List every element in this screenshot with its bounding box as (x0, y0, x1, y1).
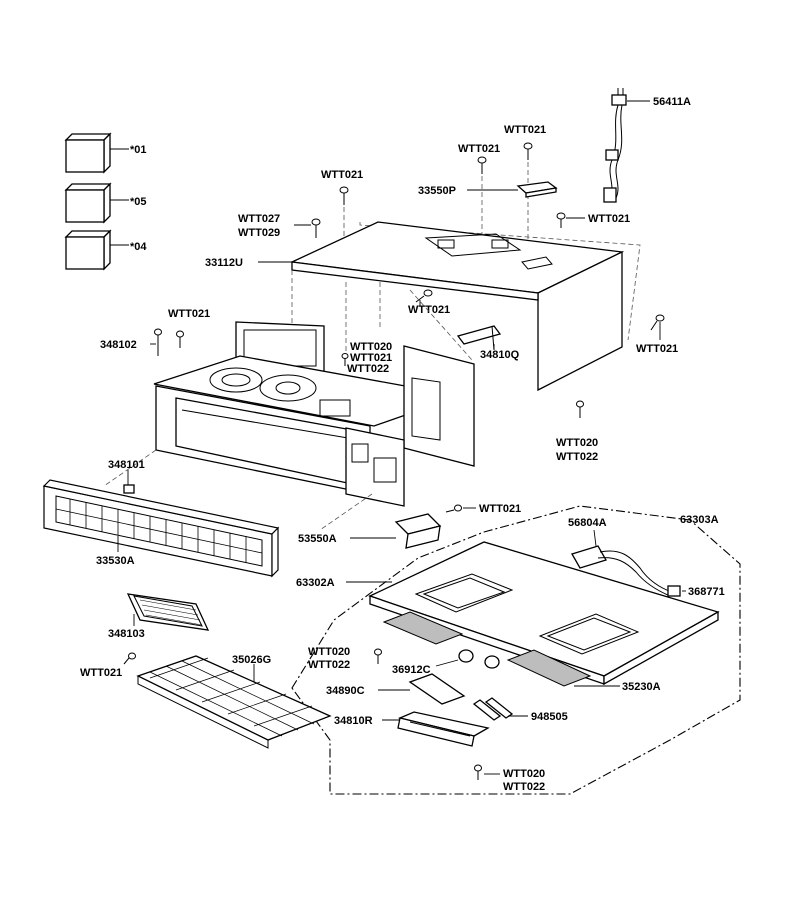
lamp-cover (382, 711, 490, 747)
label-WTT020-c: WTT020 (308, 646, 350, 658)
outer-cabinet (258, 221, 641, 392)
label-WTT020-a: WTT020 (350, 341, 392, 353)
legend-label-05: *05 (130, 196, 147, 208)
label-34810Q: 34810Q (480, 349, 520, 361)
inner-chassis (103, 289, 475, 531)
label-WTT021-right: WTT021 (588, 213, 630, 225)
label-348103: 348103 (108, 628, 145, 640)
air-filter (126, 593, 210, 631)
front-grille (42, 479, 280, 578)
clip-348101 (123, 470, 135, 494)
lamp-lens (378, 673, 466, 705)
legend-box-04: *04 (64, 229, 147, 271)
label-56804A: 56804A (568, 517, 607, 529)
label-WTT022-d: WTT022 (503, 781, 545, 793)
screw-top-b (477, 156, 487, 238)
bracket-33550P (467, 181, 558, 198)
label-948505: 948505 (531, 711, 568, 723)
base-plate (346, 541, 720, 687)
label-WTT022-b: WTT022 (556, 451, 598, 463)
rods (472, 697, 528, 721)
label-WTT021-leftcab: WTT021 (168, 308, 210, 320)
bracket-53550A (350, 513, 442, 549)
label-WTT027: WTT027 (238, 213, 280, 225)
label-WTT021-base: WTT021 (479, 503, 521, 515)
label-WTT022-c: WTT022 (308, 659, 350, 671)
legend-label-04: *04 (130, 241, 147, 253)
screw-WTT020-b (576, 400, 584, 418)
label-348101: 348101 (108, 459, 145, 471)
label-36912C: 36912C (392, 664, 431, 676)
label-33112U: 33112U (205, 257, 243, 269)
label-WTT021-far-right: WTT021 (636, 343, 678, 355)
label-WTT022-a: WTT022 (347, 363, 389, 375)
label-63303A: 63303A (680, 514, 719, 526)
label-56411A: 56411A (653, 96, 691, 108)
label-WTT020-d: WTT020 (503, 768, 545, 780)
bracket-34810Q (456, 325, 502, 351)
screw-top-a (523, 142, 533, 240)
screw-base (445, 504, 476, 513)
label-WTT021-a: WTT021 (350, 352, 392, 364)
label-WTT021-center: WTT021 (408, 304, 450, 316)
label-33550P: 33550P (418, 185, 456, 197)
label-368771: 368771 (688, 586, 725, 598)
label-WTT021-mid: WTT021 (321, 169, 363, 181)
power-cord (603, 88, 650, 203)
label-35230A: 35230A (622, 681, 661, 693)
legend-box-01: *01 (64, 132, 147, 174)
wire-rack (136, 655, 332, 749)
label-35026G: 35026G (232, 654, 271, 666)
label-53550A: 53550A (298, 533, 337, 545)
lamp-socket (571, 529, 686, 597)
screw-right (556, 212, 585, 228)
label-WTT021-top-a: WTT021 (504, 124, 546, 136)
screw-low (123, 652, 136, 665)
label-WTT029: WTT029 (238, 227, 280, 239)
legend-label-01: *01 (130, 144, 147, 156)
label-63302A: 63302A (296, 577, 335, 589)
screw-WTT020-c (374, 648, 382, 664)
label-348102: 348102 (100, 339, 137, 351)
legend-box-05: *05 (64, 182, 147, 224)
label-WTT021-top-b: WTT021 (458, 143, 500, 155)
label-34810R: 34810R (334, 715, 373, 727)
screw-WTT027 (294, 218, 321, 238)
label-34890C: 34890C (326, 685, 365, 697)
screw-inner (341, 353, 349, 366)
lamp-bulbs (435, 649, 500, 669)
screw-far-right (650, 314, 665, 340)
label-WTT020-b: WTT020 (556, 437, 598, 449)
base-assembly-boundary (291, 505, 741, 795)
label-WTT021-low: WTT021 (80, 667, 122, 679)
label-33530A: 33530A (96, 555, 135, 567)
screw-leftcab (150, 328, 184, 356)
screw-WTT020-d (474, 764, 500, 780)
screw-center (415, 289, 433, 306)
